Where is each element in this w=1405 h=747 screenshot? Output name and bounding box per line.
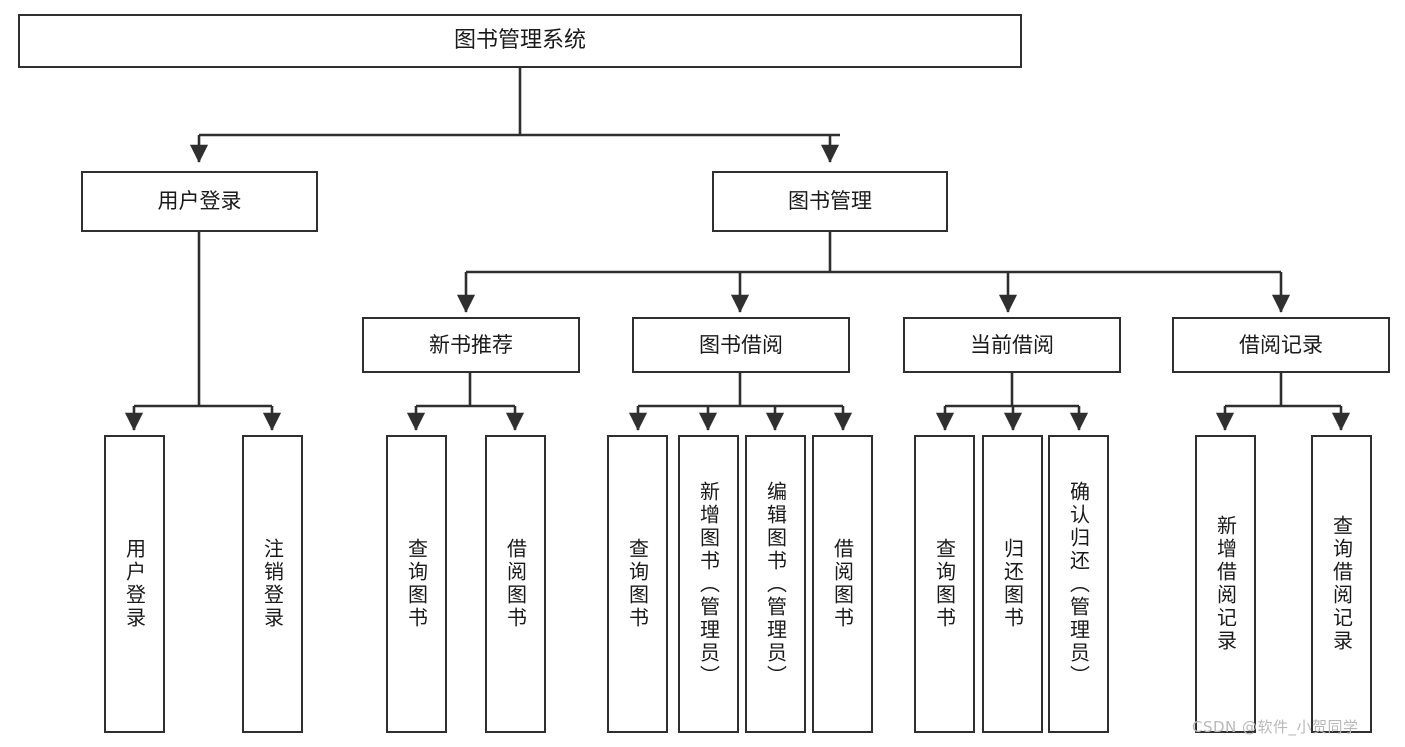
node-label: 查询图书 <box>932 538 957 630</box>
node-leaf-return-book[interactable]: 归还图书 <box>982 435 1043 733</box>
node-leaf-borrow-book-1[interactable]: 借阅图书 <box>485 435 546 733</box>
node-label: 查询借阅记录 <box>1329 515 1354 653</box>
node-label: 当前借阅 <box>970 332 1054 357</box>
csdn-watermark: CSDN @软件_小贺同学 <box>1192 718 1359 736</box>
node-label: 借阅图书 <box>830 538 855 630</box>
node-label: 新增借阅记录 <box>1213 515 1238 653</box>
node-root-book-management-system[interactable]: 图书管理系统 <box>18 14 1022 68</box>
node-book-borrow[interactable]: 图书借阅 <box>632 317 850 373</box>
node-label: 用户登录 <box>122 538 147 630</box>
node-leaf-query-book-3[interactable]: 查询图书 <box>914 435 975 733</box>
node-label: 编辑图书（管理员） <box>763 480 788 688</box>
node-label: 图书管理 <box>788 189 872 214</box>
node-leaf-add-book[interactable]: 新增图书（管理员） <box>678 435 739 733</box>
node-label: 注销登录 <box>260 538 285 630</box>
node-leaf-query-book-1[interactable]: 查询图书 <box>386 435 447 733</box>
node-label: 用户登录 <box>157 189 242 214</box>
node-leaf-borrow-book-2[interactable]: 借阅图书 <box>812 435 873 733</box>
node-label: 确认归还（管理员） <box>1066 480 1091 688</box>
node-leaf-add-record[interactable]: 新增借阅记录 <box>1195 435 1256 733</box>
node-leaf-logout-login[interactable]: 注销登录 <box>242 435 303 733</box>
node-label: 新增图书（管理员） <box>696 480 721 688</box>
node-leaf-user-login[interactable]: 用户登录 <box>104 435 165 733</box>
node-leaf-edit-book[interactable]: 编辑图书（管理员） <box>745 435 806 733</box>
node-label: 图书借阅 <box>699 332 783 357</box>
node-label: 借阅记录 <box>1239 332 1323 357</box>
node-borrow-record[interactable]: 借阅记录 <box>1172 317 1390 373</box>
node-leaf-confirm-return[interactable]: 确认归还（管理员） <box>1048 435 1109 733</box>
node-label: 新书推荐 <box>429 332 513 357</box>
node-label: 查询图书 <box>625 538 650 630</box>
node-leaf-query-record[interactable]: 查询借阅记录 <box>1311 435 1372 733</box>
node-new-book-recommend[interactable]: 新书推荐 <box>362 317 580 373</box>
node-label: 查询图书 <box>404 538 429 630</box>
node-user-login[interactable]: 用户登录 <box>81 171 318 232</box>
node-book-management[interactable]: 图书管理 <box>712 171 948 232</box>
node-current-borrow[interactable]: 当前借阅 <box>903 317 1121 373</box>
node-leaf-query-book-2[interactable]: 查询图书 <box>607 435 668 733</box>
node-label: 图书管理系统 <box>453 28 586 54</box>
node-label: 归还图书 <box>1000 538 1025 630</box>
node-label: 借阅图书 <box>503 538 528 630</box>
